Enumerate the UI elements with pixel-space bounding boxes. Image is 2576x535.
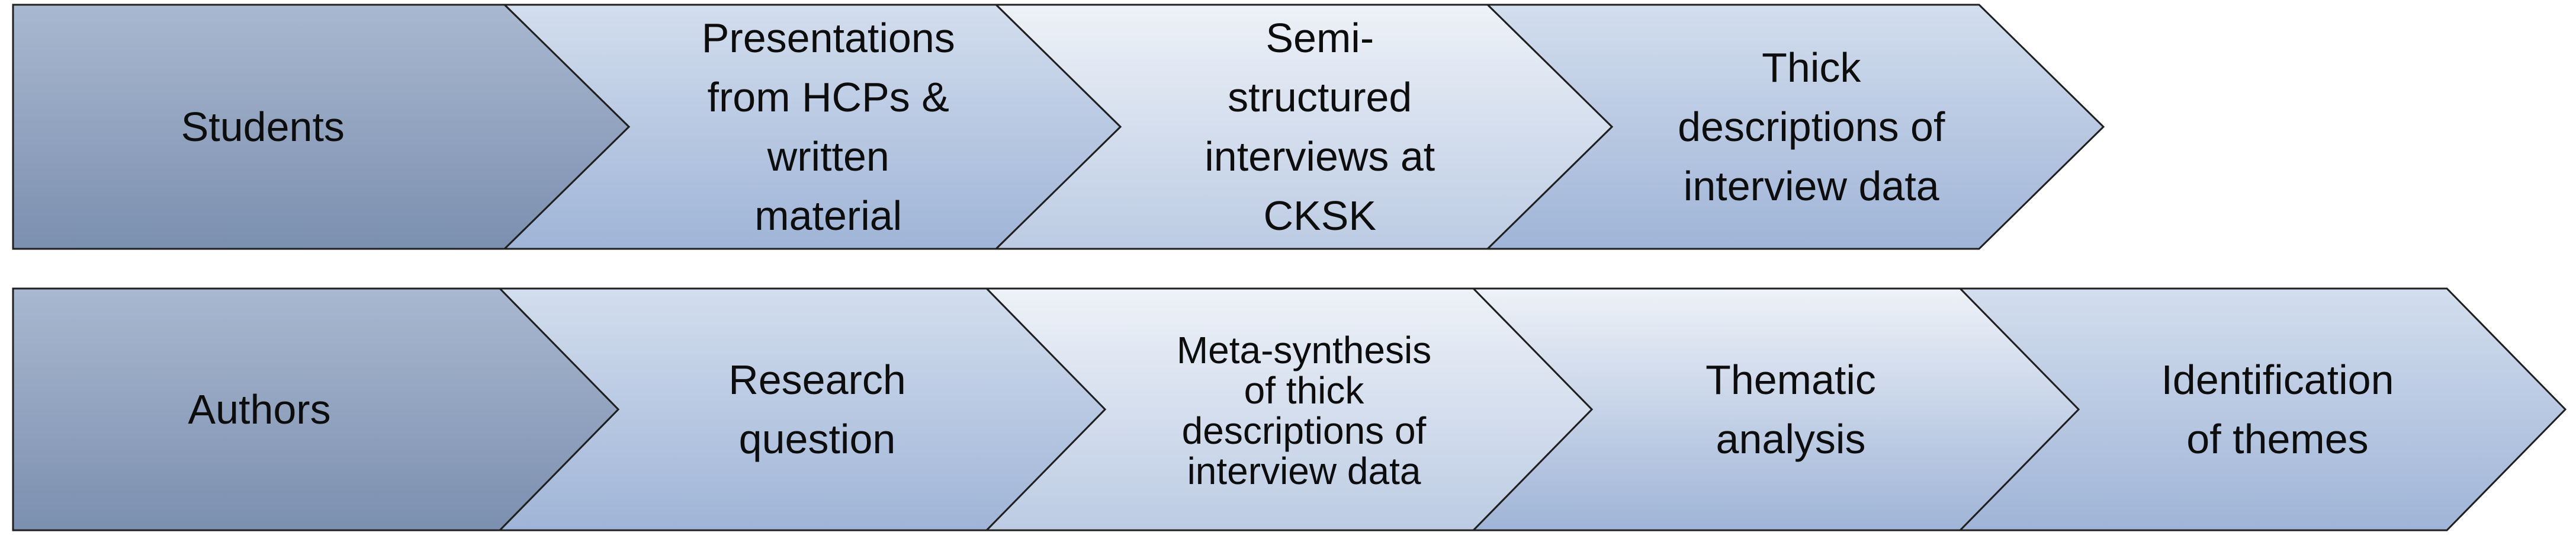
students-row: Students Presentations from HCPs & written m…	[12, 4, 2105, 250]
step-shape-authors	[12, 287, 620, 531]
step-label-line: descriptions of	[1678, 104, 1945, 150]
step-label-line: Authors	[188, 386, 330, 433]
step-label-line: of thick	[1244, 369, 1365, 412]
step-label-line: question	[739, 416, 896, 462]
step-label-semi-structured: Semi-structured interviews at CKSK	[1205, 15, 1435, 239]
step-label-line: interview data	[1684, 163, 1939, 209]
step-label-line: of themes	[2186, 416, 2368, 462]
step-label-line: Identification	[2161, 357, 2394, 403]
step-label-line: Thick	[1762, 44, 1861, 91]
step-label-authors: Authors	[188, 386, 330, 433]
step-label-line: Semi-	[1265, 15, 1374, 61]
step-label-line: analysis	[1716, 416, 1866, 462]
step-label-line: CKSK	[1263, 193, 1376, 239]
step-label-line: from HCPs &	[708, 74, 949, 120]
step-label-line: Thematic	[1705, 357, 1876, 403]
step-label-thick-descriptions: Thick descriptions of interview data	[1678, 44, 1945, 209]
step-label-line: descriptions of	[1182, 409, 1427, 452]
step-label-line: Research	[728, 357, 906, 403]
step-label-line: interviews at	[1205, 133, 1435, 180]
step-shape-students	[12, 4, 631, 250]
step-label-research-question: Research question	[728, 357, 906, 462]
step-label-students: Students	[181, 104, 345, 150]
step-label-line: Students	[181, 104, 345, 150]
step-label-line: written	[767, 133, 889, 180]
step-label-identification-of-themes: Identification of themes	[2161, 357, 2394, 462]
step-label-line: Presentations	[702, 15, 955, 61]
step-label-line: Meta-synthesis	[1177, 329, 1431, 371]
step-label-thematic-analysis: Thematic analysis	[1705, 357, 1876, 462]
step-label-line: structured	[1228, 74, 1412, 120]
step-label-line: interview data	[1187, 450, 1421, 492]
step-label-presentations: Presentations from HCPs & written material	[702, 15, 955, 239]
step-label-line: material	[754, 193, 902, 239]
